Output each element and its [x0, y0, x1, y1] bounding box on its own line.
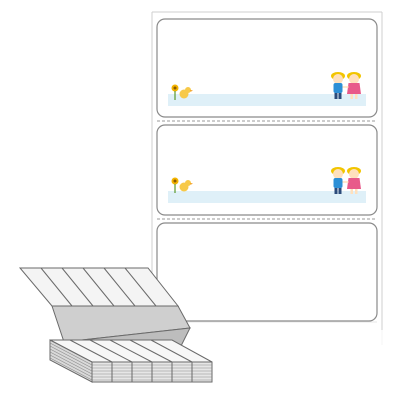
sunflower-chick-icon [171, 177, 193, 193]
fanfold-label-stack-icon [18, 267, 213, 383]
children-icon [331, 72, 361, 99]
label-2 [156, 124, 378, 216]
children-icon [331, 167, 361, 194]
label-1 [156, 18, 378, 118]
label-3-blank [156, 222, 378, 322]
label-1-band [168, 94, 366, 106]
sunflower-chick-icon [171, 84, 193, 100]
label-2-band [168, 191, 366, 203]
